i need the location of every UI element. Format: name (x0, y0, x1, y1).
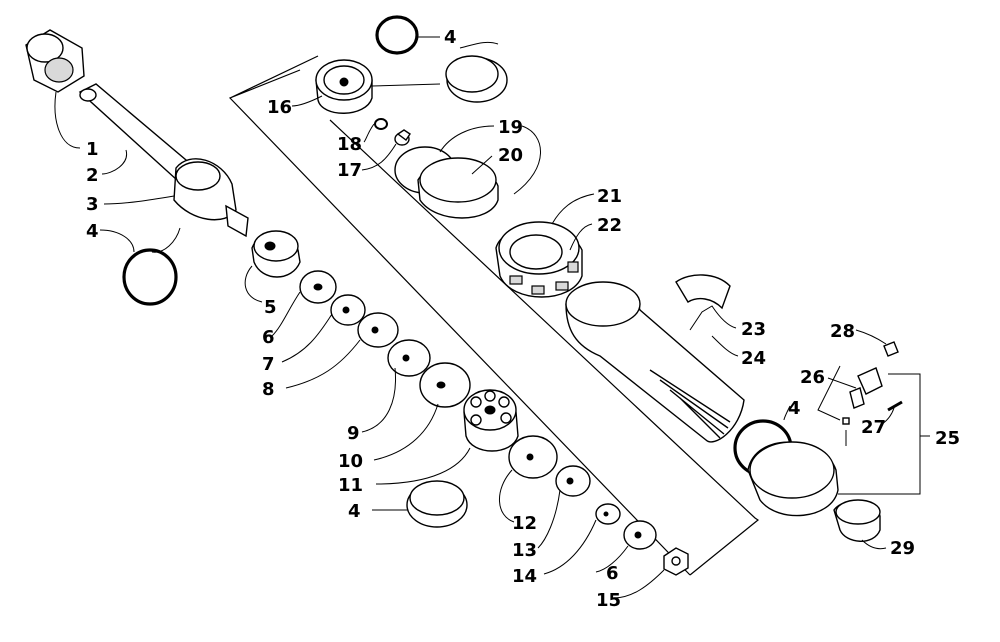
leader-11 (375, 447, 471, 485)
leader-10 (373, 403, 439, 461)
part-26-fitting (842, 367, 883, 425)
part-6-washer-lower (623, 520, 657, 550)
part-10-shim (419, 362, 471, 408)
callout-10: 10 (338, 451, 363, 472)
callout-13: 13 (512, 540, 537, 561)
leader-27 (881, 407, 895, 425)
part-4-piston-band (406, 480, 468, 528)
part-3-rod-end-cap (173, 158, 249, 238)
leader-1 (54, 91, 81, 149)
part-5-washer (251, 230, 301, 278)
callout-26: 26 (800, 367, 825, 388)
leader-6a (271, 291, 301, 337)
part-1-rod-eye (25, 29, 85, 93)
callout-16: 16 (267, 97, 292, 118)
callout-20: 20 (498, 145, 523, 166)
leader-20 (471, 155, 493, 175)
callout-6-lower: 6 (606, 563, 619, 584)
part-25-reservoir (747, 441, 839, 517)
callout-9: 9 (347, 423, 360, 444)
leader-7 (281, 313, 333, 363)
part-16-seal-head (315, 59, 373, 114)
callout-28: 28 (830, 321, 855, 342)
part-8-shim (357, 312, 399, 348)
callout-11: 11 (338, 475, 363, 496)
part-21-spring-collar (495, 221, 583, 298)
part-29-bushing (833, 499, 881, 542)
callout-25: 25 (935, 428, 960, 449)
leader-24 (711, 335, 739, 357)
part-12-shim (508, 435, 558, 479)
leader-29 (861, 539, 887, 550)
callout-2: 2 (86, 165, 99, 186)
callout-3: 3 (86, 194, 99, 215)
leader-4c-line (418, 36, 499, 49)
part-4-o-ring-left (122, 248, 178, 306)
leader-2 (101, 149, 128, 175)
part-15-nut (663, 547, 689, 576)
callout-29: 29 (890, 538, 915, 559)
leader-17 (361, 143, 397, 171)
callout-1: 1 (86, 139, 99, 160)
part-20-bushing (417, 157, 499, 219)
leader-23 (689, 305, 737, 331)
leader-13 (537, 489, 561, 549)
leader-15 (613, 569, 665, 599)
part-6-shim (299, 270, 337, 304)
leader-12 (499, 469, 515, 523)
part-27-pin (887, 400, 903, 412)
callout-15: 15 (596, 590, 621, 611)
callout-24: 24 (741, 348, 766, 369)
callout-4-band: 4 (348, 501, 361, 522)
assembly-frame (228, 55, 760, 576)
part-14-shim (595, 503, 621, 525)
callout-6: 6 (262, 327, 275, 348)
part-23-spring-retainer (675, 274, 731, 310)
part-11-piston (463, 389, 519, 452)
leader-21 (551, 193, 595, 225)
leader-4d (783, 405, 791, 421)
part-4-o-ring-top (375, 15, 419, 55)
leader-18 (363, 123, 375, 143)
part-18-small-o-ring (374, 118, 388, 130)
callout-14: 14 (512, 566, 537, 587)
part-28-screw (883, 341, 899, 357)
part-17-valve (394, 129, 411, 146)
part-13-shim (555, 465, 591, 497)
leader-16-band (371, 83, 441, 87)
callout-7: 7 (262, 354, 275, 375)
callout-12: 12 (512, 513, 537, 534)
callout-23: 23 (741, 319, 766, 340)
callout-19: 19 (498, 117, 523, 138)
leader-14 (543, 519, 597, 575)
callout-8: 8 (262, 379, 275, 400)
leader-4a (99, 227, 181, 253)
callout-18: 18 (337, 134, 362, 155)
leader-16 (291, 95, 323, 107)
callout-5: 5 (264, 297, 277, 318)
leader-22 (569, 223, 593, 251)
part-24-spring-body (565, 281, 745, 443)
leader-25 (838, 373, 930, 495)
callout-22: 22 (597, 215, 622, 236)
part-7-shim (330, 294, 366, 326)
callout-17: 17 (337, 160, 362, 181)
callout-27: 27 (861, 417, 886, 438)
leader-3 (103, 195, 175, 205)
part-9-shim (387, 339, 431, 377)
part-4-band-top (445, 55, 508, 103)
leader-6b (595, 545, 629, 573)
callout-4: 4 (86, 221, 99, 242)
leader-5 (244, 265, 263, 303)
leader-19 (439, 125, 541, 195)
leader-9 (361, 367, 397, 433)
callout-21: 21 (597, 186, 622, 207)
callout-4-top: 4 (444, 27, 457, 48)
leader-26 (817, 365, 857, 421)
callout-4-right: 4 (788, 398, 801, 419)
leader-8 (285, 339, 361, 389)
leader-28 (855, 329, 887, 345)
